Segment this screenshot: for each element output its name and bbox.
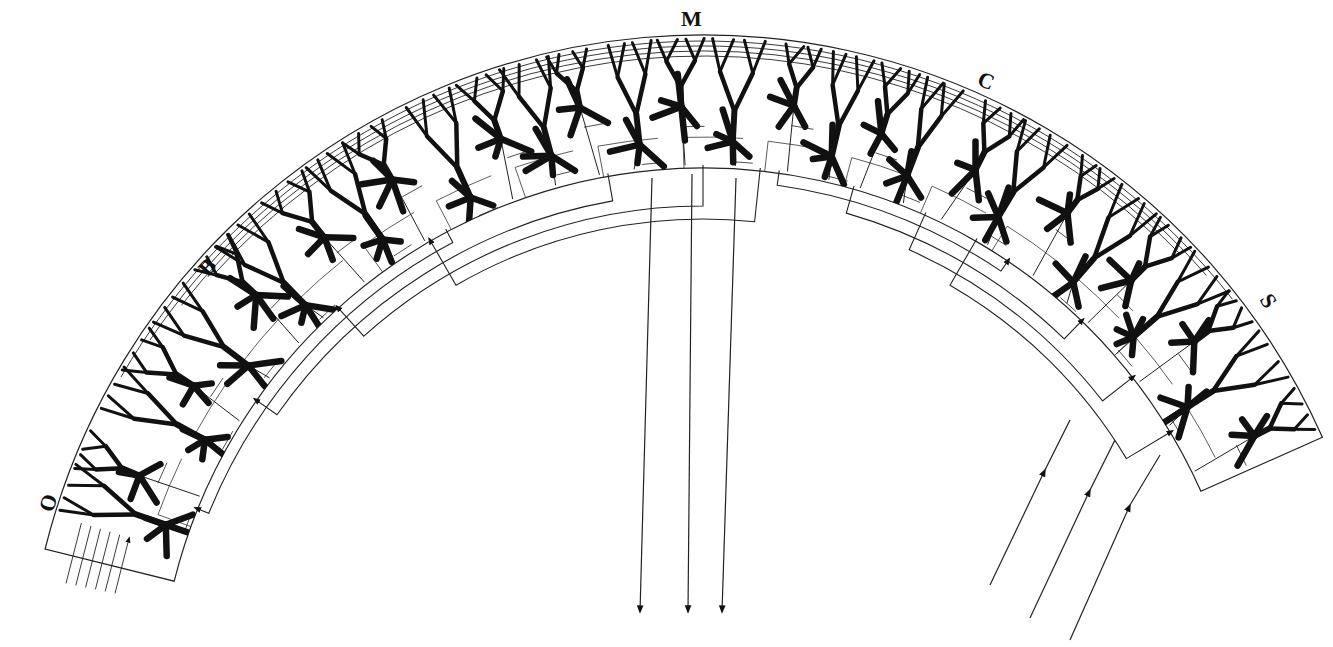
pyramidal-neuron	[343, 120, 425, 241]
surface-fiber	[150, 46, 1206, 340]
association-fiber	[777, 170, 1009, 271]
afferent-fiber	[990, 470, 1045, 585]
pyramidal-neuron	[608, 41, 664, 170]
afferent-fiber	[1130, 455, 1160, 505]
pyramidal-neuron	[75, 431, 200, 503]
efferent-fiber	[722, 178, 736, 612]
pyramidal-neuron	[653, 39, 705, 166]
association-fiber	[846, 186, 1083, 339]
region-label: O	[35, 491, 61, 514]
surface-fiber	[215, 56, 1151, 273]
afferent-fiber	[1070, 505, 1130, 640]
entering-fiber	[66, 523, 81, 583]
pyramidal-neuron	[1054, 184, 1157, 311]
pyramidal-neuron	[1195, 388, 1315, 471]
cortex-outline	[45, 35, 1322, 581]
pyramidal-neuron	[770, 44, 821, 172]
pyramidal-neuron	[1033, 156, 1114, 276]
pyramidal-neuron	[860, 63, 920, 188]
surface-fiber	[121, 41, 1233, 377]
pyramidal-neuron	[60, 464, 196, 556]
association-fiber	[950, 238, 1173, 458]
region-label: S	[1256, 290, 1281, 312]
pyramidal-neuron	[941, 101, 1023, 220]
cortex-drawing	[45, 35, 1322, 640]
column-outline	[1114, 337, 1172, 384]
column-outline	[241, 318, 280, 385]
region-label: C	[974, 68, 997, 94]
column-outline	[598, 138, 658, 177]
pyramidal-neuron	[1140, 291, 1253, 382]
pyramidal-neuron	[262, 171, 365, 282]
column-outline	[844, 158, 909, 187]
surface-fiber	[181, 51, 1179, 305]
pyramidal-neuron	[101, 367, 233, 459]
association-fiber	[909, 212, 1135, 401]
pyramidal-neuron	[1117, 251, 1230, 366]
efferent-fiber	[688, 174, 692, 612]
pyramidal-neuron	[1161, 331, 1289, 437]
association-fiber	[429, 168, 760, 285]
column-outline	[363, 212, 414, 272]
pyramidal-neuron	[708, 39, 766, 166]
column-outline	[515, 151, 573, 198]
efferent-fiber	[640, 178, 652, 612]
pyramidal-neuron	[406, 88, 498, 225]
pyramidal-neuron	[547, 49, 608, 175]
pyramidal-neuron	[973, 121, 1067, 246]
pyramidal-neuron	[306, 143, 411, 263]
association-fiber	[254, 173, 613, 414]
afferent-fiber	[1045, 420, 1070, 470]
pyramidal-neuron	[1088, 217, 1191, 322]
afferent-fiber	[1030, 490, 1090, 618]
pyramidal-neuron	[216, 214, 340, 332]
association-fiber	[195, 229, 453, 513]
pyramidal-neuron	[500, 57, 578, 186]
pyramidal-neuron	[886, 77, 963, 204]
pyramidal-neuron	[154, 283, 282, 386]
region-label: M	[681, 8, 702, 30]
afferent-fiber	[1090, 440, 1115, 490]
column-outline	[298, 260, 343, 324]
pyramidal-neuron	[804, 51, 875, 184]
